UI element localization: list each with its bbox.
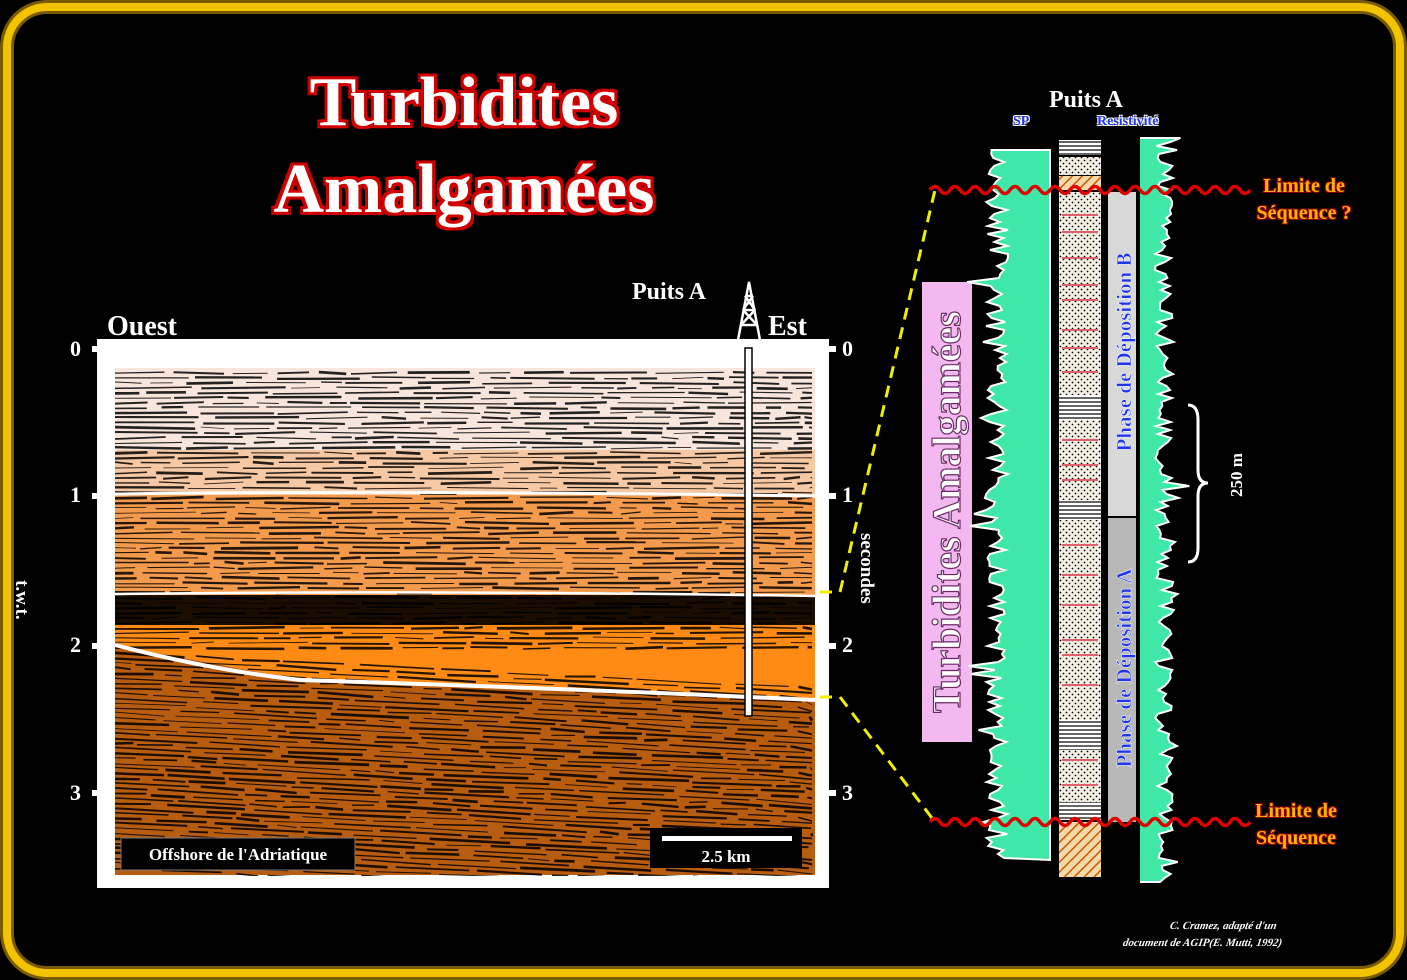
seismic-section (97, 339, 829, 908)
seismic-well-label: Puits A (632, 279, 707, 305)
phase-b-label: Phase de Déposition B (1112, 253, 1136, 452)
left-tick-1: 1 (70, 482, 81, 507)
left-tick-2: 2 (70, 632, 81, 657)
resistivity-label: Resistivité (1097, 114, 1159, 129)
top-limit-line1: Limite de (1263, 175, 1345, 197)
left-tick-0: 0 (70, 336, 81, 361)
credit-line2: document de AGIP(E. Mutti, 1992) (1121, 937, 1284, 949)
phase-a-label: Phase de Déposition A (1112, 568, 1136, 768)
sp-log-curve (966, 149, 1051, 862)
right-tick-0: 0 (842, 336, 853, 361)
derrick-icon (736, 281, 762, 341)
scale-bar-box (650, 828, 802, 868)
resistivity-log-curve (1137, 137, 1190, 883)
right-tick-1: 1 (842, 482, 853, 507)
bottom-limit-line1: Limite de (1255, 800, 1337, 822)
bottom-limit-line2: Séquence (1256, 827, 1336, 849)
log-well-label: Puits A (1049, 87, 1124, 113)
sequence-boundary-bottom (928, 816, 1252, 828)
lithology-column (1053, 135, 1106, 883)
thickness-label: 250 m (1227, 453, 1246, 497)
east-label: Est (768, 311, 807, 342)
top-limit-label: Limite de Séquence ? (1248, 173, 1360, 227)
right-tick-3: 3 (842, 780, 853, 805)
unit-label: Turbidites Amalgamées (924, 311, 969, 713)
sp-label: SP (1013, 114, 1030, 129)
bottom-limit-label: Limite de Séquence (1240, 798, 1352, 852)
top-limit-line2: Séquence ? (1256, 202, 1352, 224)
west-label: Ouest (107, 311, 177, 342)
right-tick-2: 2 (842, 632, 853, 657)
well-bore-line (744, 347, 753, 717)
left-tick-3: 3 (70, 780, 81, 805)
location-box (120, 837, 356, 871)
correlation-lines (820, 189, 937, 823)
credit-line1: C. Cramez, adapté d'un (1168, 920, 1278, 932)
scale-bar-label: 2.5 km (701, 847, 750, 866)
time-axis-ticks (92, 346, 836, 796)
title-line2: Amalgamées (273, 151, 655, 228)
title-line1: Turbidites (309, 64, 619, 141)
location-label: Offshore de l'Adriatique (149, 845, 328, 864)
thickness-brace (1187, 403, 1209, 564)
unit-label-box (922, 282, 972, 742)
left-axis-title: t.w.t. (11, 580, 32, 620)
scale-bar (662, 836, 792, 841)
sequence-boundary-top (928, 184, 1252, 196)
right-axis-title: secondes (856, 533, 877, 604)
